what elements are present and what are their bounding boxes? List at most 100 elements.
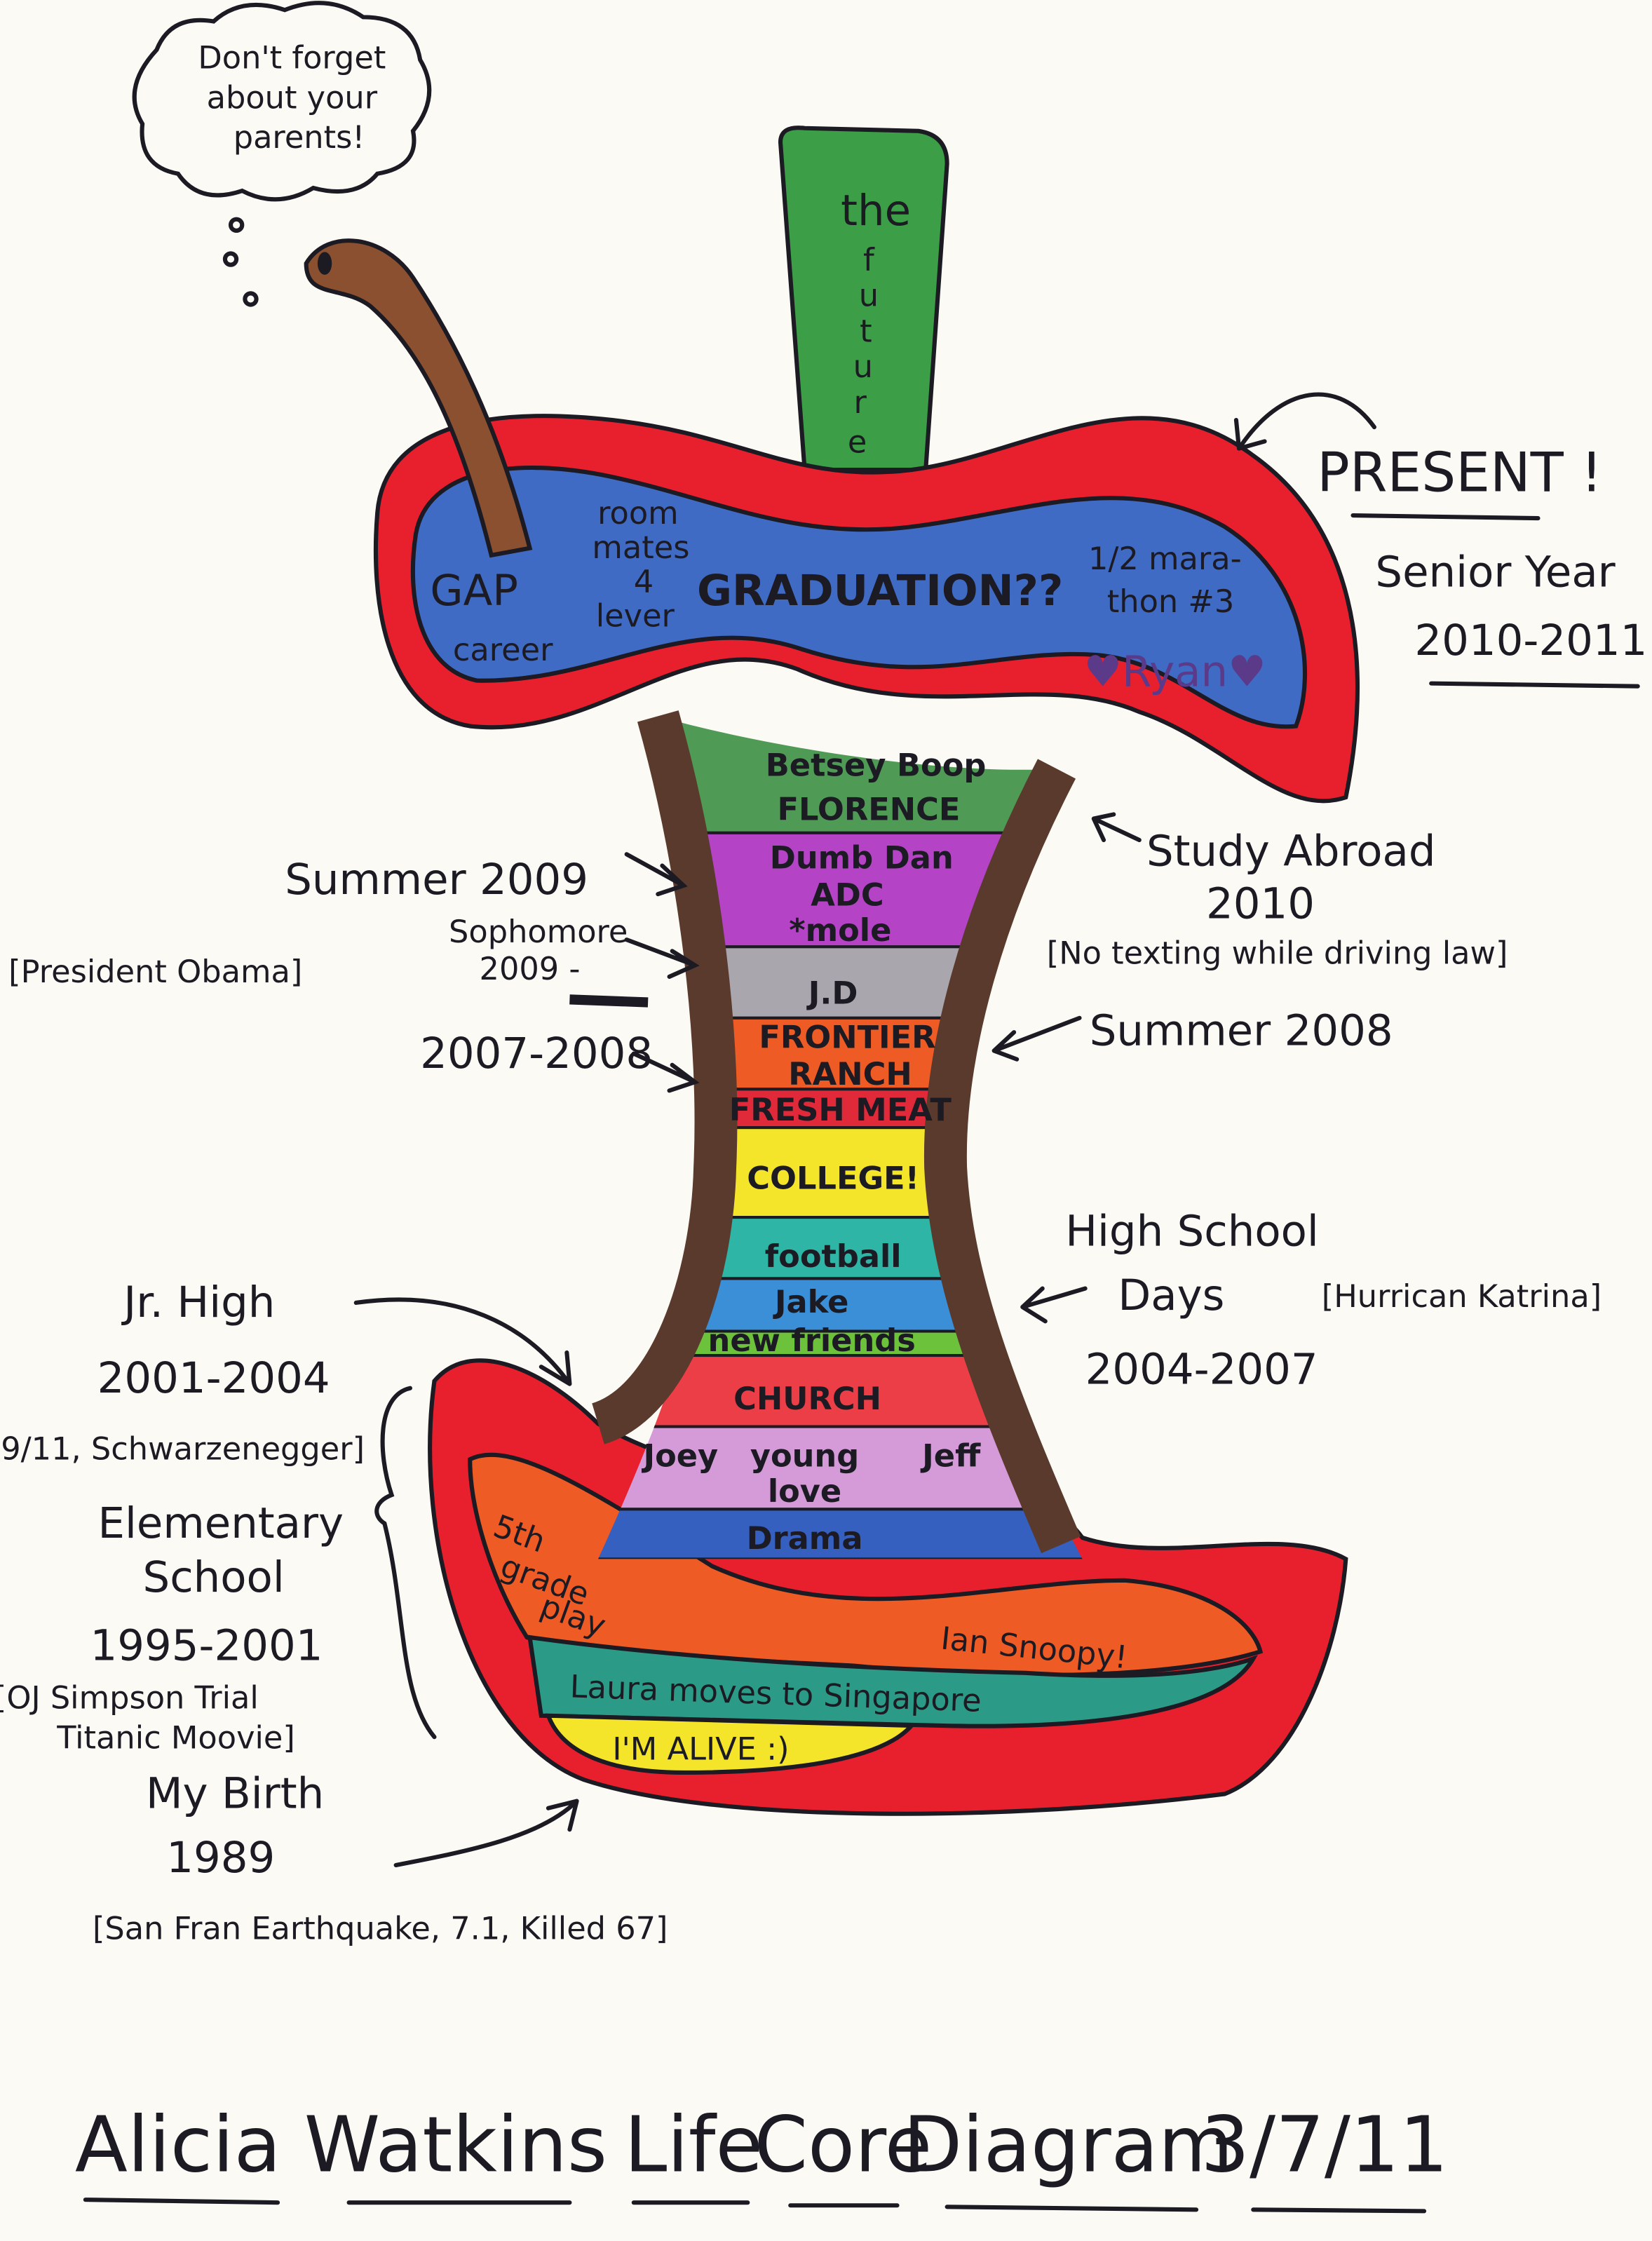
arrow-icon [1020,1286,1088,1324]
high-school-label: High School [1065,1207,1319,1257]
core-layer-label: ADC [811,876,883,913]
texting-law-label: [No texting while driving law] [1047,935,1508,972]
bubble-line-3: parents! [233,119,365,156]
curved-arrow-icon [1233,392,1376,451]
bubble-dot [222,251,239,267]
core-layer-label: Dumb Dan [770,840,954,876]
gap-text: GAP [430,566,518,616]
study-abroad-label: Study Abroad [1146,827,1436,876]
curved-arrow-icon [393,1799,579,1867]
birth-label: My Birth [146,1769,324,1819]
annotations: Summer 2009 Sophomore 2009 - [President … [0,392,1647,1947]
bubble-line-2: about your [207,79,378,116]
jr-high-label: Jr. High [121,1278,275,1327]
core-right-skin [923,759,1081,1554]
apple-top: GAP career room mates 4 lever GRADUATION… [373,414,1360,804]
title-word: Core [754,2100,932,2190]
stem-letter: u [859,278,879,314]
core-layer-label: *mole [789,912,891,949]
bubble-dot [228,217,245,233]
sophomore-label: Sophomore [449,914,628,950]
title-word: 3/7/11 [1200,2100,1448,2190]
ryan-text: ♥Ryan♥ [1084,647,1266,697]
worm-eye [317,252,332,275]
underline [1350,513,1541,521]
core-layer-label: COLLEGE! [747,1160,919,1196]
high-school-label: 2004-2007 [1085,1345,1318,1395]
marathon-text: thon #3 [1107,583,1234,620]
core-layer-label: J.D [806,975,858,1012]
core-left-skin [590,710,738,1444]
nine-eleven-label: [9/11, Schwarzenegger] [0,1430,365,1467]
bubble-dot [243,291,259,307]
2007-2008-label: 2007-2008 [420,1029,653,1078]
core-layer-label: FRONTIER [759,1019,935,1055]
summer-2008-label: Summer 2008 [1090,1006,1393,1055]
curved-arrow-icon [353,1297,572,1386]
stem-letter: u [853,348,873,385]
scribble [569,994,649,1008]
stem-letter: f [863,242,875,278]
stem-letter: r [854,384,867,421]
arrow-icon [1091,812,1142,843]
roommates-text: room [597,495,679,532]
underline [1429,681,1640,689]
core-layer-label: Betsey Boop [766,747,987,784]
arrow-icon [991,1015,1082,1062]
high-school-label: Days [1118,1271,1224,1320]
senior-year-dates: 2010-2011 [1414,616,1647,665]
earthquake-label: [San Fran Earthquake, 7.1, Killed 67] [93,1911,668,1947]
marathon-text: 1/2 mara- [1088,541,1242,577]
present-heading: PRESENT ! [1317,442,1602,505]
title-underline [83,2198,1427,2214]
core-layer-label: Drama [747,1520,863,1557]
brace [374,1386,437,1740]
arrow-icon [624,852,688,897]
sophomore-label: 2009 - [480,951,581,987]
core-layer-label: football [765,1238,902,1275]
title-word: Watkins [304,2100,607,2190]
senior-year-label: Senior Year [1375,548,1616,597]
core-layer-label: Jeff [920,1437,981,1474]
title-word: Diagram [903,2100,1233,2190]
graduation-text: GRADUATION?? [697,566,1063,616]
obama-label: [President Obama] [8,954,302,990]
core-layer-label: Jake [773,1284,849,1320]
title-word: Life [624,2100,763,2190]
stem-text-the: the [841,186,911,236]
oj-label: Titanic Moovie] [56,1719,295,1756]
arrow-icon [631,1051,700,1093]
stem-letter: e [848,424,867,461]
roommates-text: 4 [634,564,654,600]
core-layer-label: RANCH [788,1056,912,1092]
elementary-label: Elementary [97,1498,344,1548]
jr-high-label: 2001-2004 [97,1353,330,1403]
stem-letter: t [860,313,872,349]
elementary-label: School [143,1552,285,1602]
core-layer-band [598,1508,1083,1559]
summer-2009-label: Summer 2009 [285,855,588,905]
core-layer-label: FLORENCE [777,792,960,828]
oj-label: [OJ Simpson Trial [0,1680,259,1717]
study-abroad-label: 2010 [1206,879,1315,929]
bubble-line-1: Don't forget [198,39,386,76]
roommates-text: lever [596,597,675,634]
core-layer-label: young [750,1437,859,1474]
roommates-text: mates [592,529,689,566]
title-word: Alicia [75,2100,281,2190]
birth-label: 1989 [166,1833,275,1883]
core-layer-label: love [768,1473,841,1510]
core-layer-label: Joey [641,1437,718,1474]
elementary-label: 1995-2001 [90,1621,323,1671]
thought-bubble: Don't forget about your parents! [132,1,432,307]
career-text: career [453,632,553,668]
core-layer-label: CHURCH [733,1381,881,1417]
worm [304,238,533,558]
arrow-icon [624,937,700,979]
page-title: Alicia Watkins Life Core Diagram 3/7/11 [75,2100,1448,2214]
katrina-label: [Hurrican Katrina] [1322,1278,1602,1315]
core-layer-label: FRESH MEAT [729,1092,952,1128]
alive-text: I'M ALIVE :) [612,1731,789,1768]
